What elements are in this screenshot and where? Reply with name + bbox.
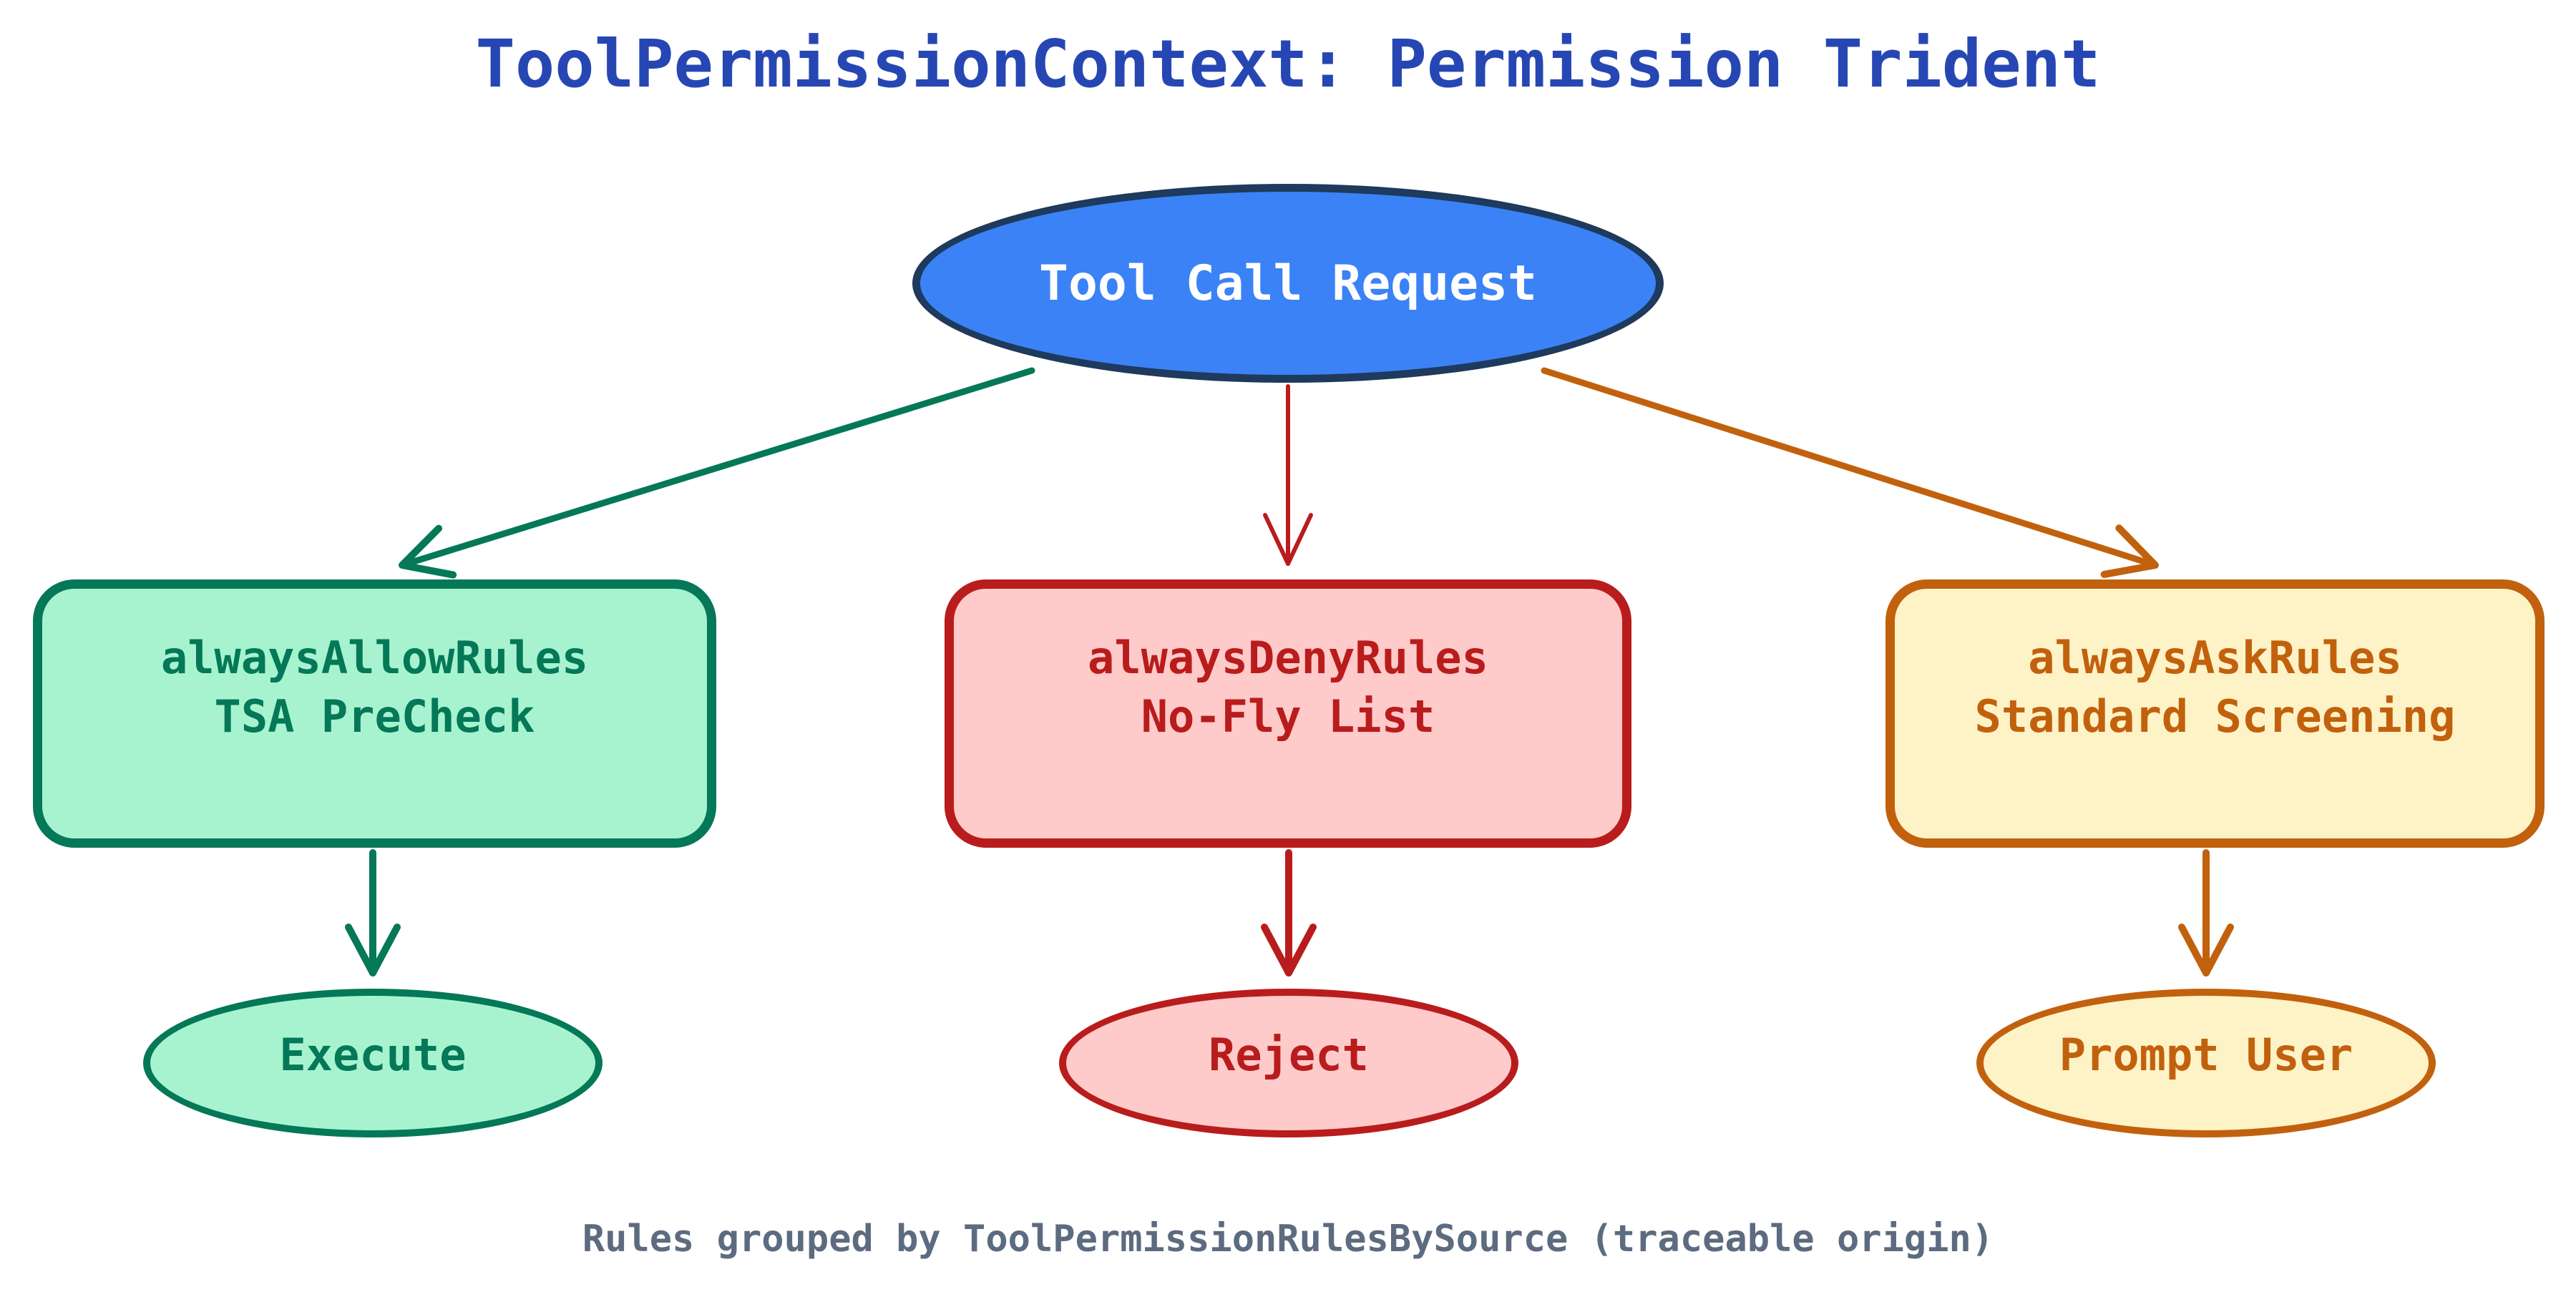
execute-node: Execute <box>143 989 602 1137</box>
ask-analogy-label: Standard Screening <box>1974 690 2456 743</box>
always-ask-rules-box: alwaysAskRules Standard Screening <box>1885 579 2545 848</box>
allow-analogy-label: TSA PreCheck <box>214 690 535 743</box>
execute-label: Execute <box>279 1028 467 1081</box>
root-node-label: Tool Call Request <box>1039 255 1537 312</box>
diagram-title: ToolPermissionContext: Permission Triden… <box>475 26 2101 102</box>
prompt-user-node: Prompt User <box>1976 989 2436 1137</box>
diagram-caption: Rules grouped by ToolPermissionRulesBySo… <box>582 1218 1994 1261</box>
deny-rule-label: alwaysDenyRules <box>1088 631 1488 684</box>
edge-root-to-ask <box>1541 367 2159 578</box>
ask-rule-label: alwaysAskRules <box>2028 631 2402 684</box>
always-deny-rules-box: alwaysDenyRules No-Fly List <box>945 579 1631 848</box>
reject-node: Reject <box>1059 989 1518 1137</box>
deny-analogy-label: No-Fly List <box>1141 690 1435 743</box>
prompt-user-label: Prompt User <box>2059 1028 2353 1081</box>
tool-call-request-node: Tool Call Request <box>912 184 1664 383</box>
edge-root-to-allow <box>399 367 1035 579</box>
allow-rule-label: alwaysAllowRules <box>160 631 589 684</box>
reject-label: Reject <box>1209 1028 1369 1081</box>
always-allow-rules-box: alwaysAllowRules TSA PreCheck <box>33 579 716 848</box>
